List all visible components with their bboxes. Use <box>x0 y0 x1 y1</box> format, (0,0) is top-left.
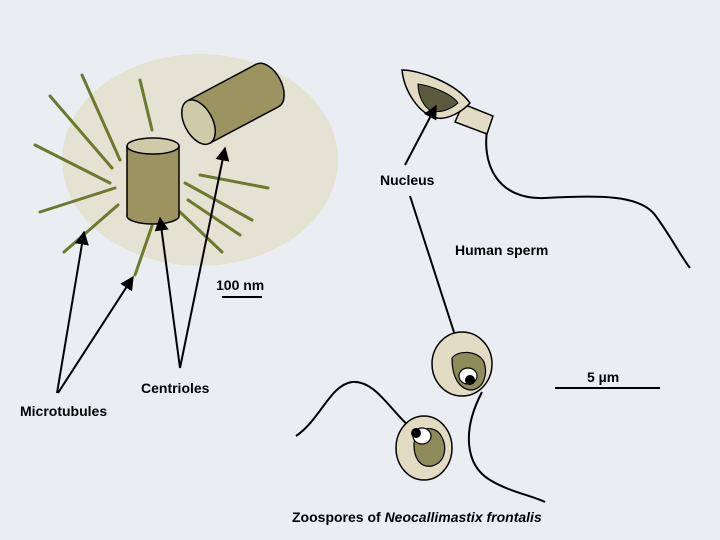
zoospore <box>295 380 453 481</box>
microtubules-label: Microtubules <box>20 403 108 419</box>
centriole-vertical <box>126 137 180 225</box>
microtubule <box>198 173 270 190</box>
microtubule <box>33 143 112 185</box>
zoospores-caption-prefix: Zoospores of <box>292 509 385 525</box>
zoospore-flagellum <box>295 380 411 437</box>
sperm-tail <box>485 123 691 269</box>
microtubule <box>62 203 120 254</box>
sperm-midpiece <box>453 103 494 135</box>
zoospore-flagellum <box>467 391 546 503</box>
microtubule <box>38 186 117 214</box>
nucleus-arrows <box>404 104 465 359</box>
human-sperm <box>401 69 691 269</box>
microtubule <box>183 181 254 222</box>
microtubule <box>48 94 114 170</box>
microtubules <box>33 73 270 277</box>
zoospores-caption-species: Neocallimastix frontalis <box>384 509 542 525</box>
sperm-nucleus <box>417 83 459 113</box>
microtubule <box>178 210 224 254</box>
scale-5um-label: 5 µm <box>587 369 620 385</box>
nucleus-label: Nucleus <box>380 172 435 188</box>
zoospores-caption: Zoospores of Neocallimastix frontalis <box>292 509 542 525</box>
zoospore <box>431 331 546 503</box>
centriole-tilted <box>181 62 285 146</box>
microtubule <box>138 78 154 132</box>
microtubule <box>186 198 242 237</box>
centrioles-label: Centrioles <box>141 380 210 396</box>
centrioles-arrows <box>154 146 230 369</box>
microtubules-arrows <box>56 230 134 394</box>
human-sperm-label: Human sperm <box>455 242 549 258</box>
microtubule <box>133 224 154 277</box>
scale-100nm-label: 100 nm <box>216 277 265 293</box>
microtubule <box>80 73 122 162</box>
